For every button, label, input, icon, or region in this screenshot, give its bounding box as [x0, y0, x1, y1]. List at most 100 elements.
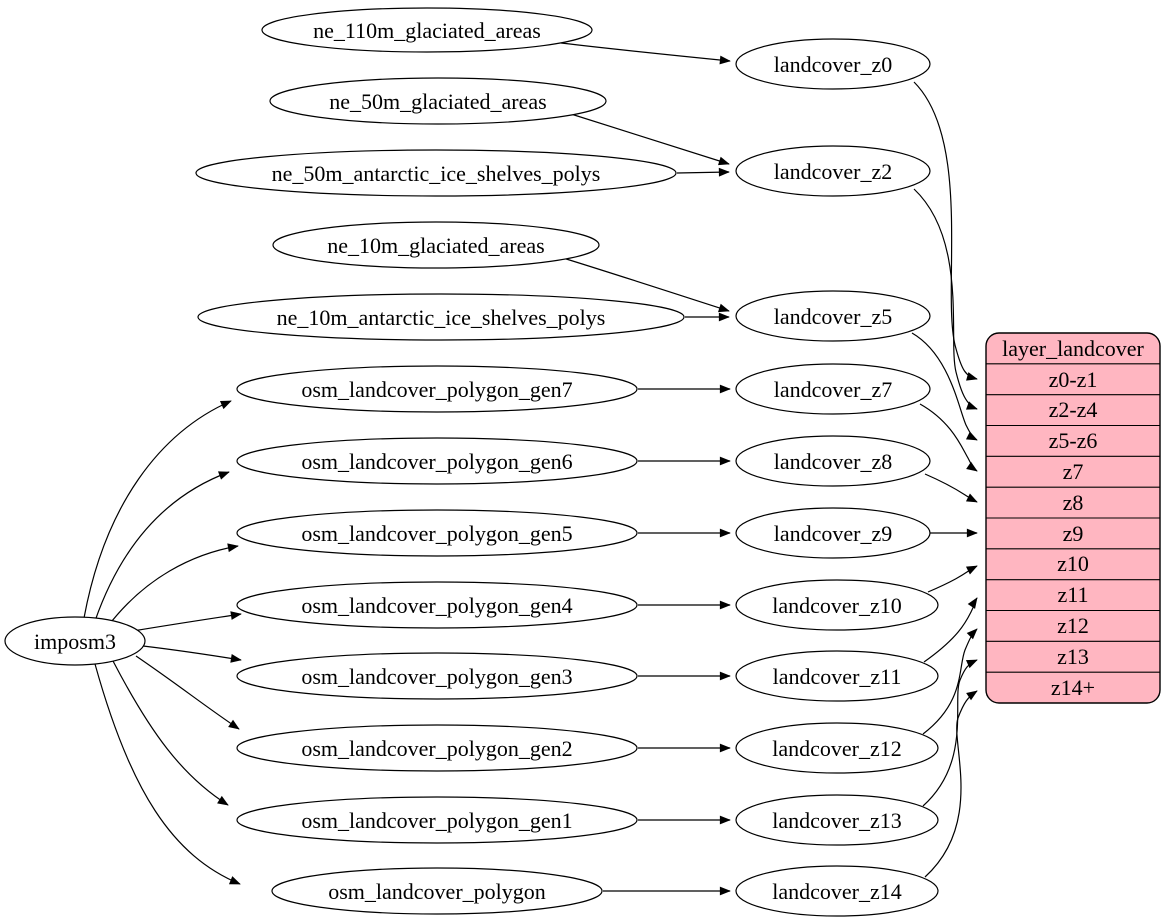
node-ellipse: [236, 509, 638, 557]
node-ellipse: [735, 363, 931, 415]
edge-imposm3-to-osm-landcover-polygon-gen6: [94, 471, 230, 622]
node-osm-landcover-polygon-gen2: osm_landcover_polygon_gen2: [236, 724, 638, 772]
edge-landcover-z13-to-row-z13: [922, 659, 978, 807]
node-ne-10m-antarctic-ice-shelves-polys: ne_10m_antarctic_ice_shelves_polys: [197, 293, 685, 341]
node-ellipse: [735, 507, 931, 559]
node-landcover-z10: landcover_z10: [735, 579, 939, 631]
node-label: landcover_z13: [772, 808, 902, 833]
node-landcover-z13: landcover_z13: [735, 794, 939, 846]
edge-imposm3-to-osm-landcover-polygon-gen2: [135, 655, 240, 730]
node-ellipse: [735, 38, 931, 90]
node-label: osm_landcover_polygon_gen5: [301, 521, 572, 546]
edge-ne-10m-glaciated-areas-to-landcover-z5: [562, 257, 730, 313]
node-ellipse: [735, 579, 939, 631]
table-row-z7: z7: [1063, 459, 1084, 484]
node-label: landcover_z7: [774, 377, 893, 402]
node-landcover-z14: landcover_z14: [735, 865, 939, 917]
table-row-z13: z13: [1057, 644, 1089, 669]
node-ellipse: [735, 290, 931, 342]
node-landcover-z9: landcover_z9: [735, 507, 931, 559]
edge-landcover-z0-to-row-z0-z1: [913, 81, 978, 381]
node-osm-landcover-polygon: osm_landcover_polygon: [271, 867, 603, 915]
node-ellipse: [236, 437, 638, 485]
node-ellipse: [735, 435, 931, 487]
node-landcover-z5: landcover_z5: [735, 290, 931, 342]
node-label: imposm3: [34, 629, 116, 654]
node-ne-110m-glaciated-areas: ne_110m_glaciated_areas: [261, 7, 593, 53]
node-landcover-z7: landcover_z7: [735, 363, 931, 415]
node-label: landcover_z5: [774, 304, 893, 329]
node-label: ne_50m_antarctic_ice_shelves_polys: [272, 161, 601, 186]
node-osm-landcover-polygon-gen7: osm_landcover_polygon_gen7: [236, 365, 638, 413]
table-row-z0-z1: z0-z1: [1049, 367, 1098, 392]
node-label: landcover_z14: [772, 879, 902, 904]
node-ellipse: [236, 581, 638, 629]
node-ellipse: [735, 650, 939, 702]
node-osm-landcover-polygon-gen5: osm_landcover_polygon_gen5: [236, 509, 638, 557]
node-ne-50m-glaciated-areas: ne_50m_glaciated_areas: [269, 77, 607, 125]
node-ellipse: [236, 724, 638, 772]
node-label: ne_10m_antarctic_ice_shelves_polys: [277, 305, 606, 330]
table-row-z14plus: z14+: [1051, 675, 1095, 700]
node-label: osm_landcover_polygon_gen7: [301, 377, 572, 402]
node-label: osm_landcover_polygon_gen4: [301, 593, 572, 618]
edge-layer: [83, 42, 978, 896]
node-label: landcover_z12: [772, 736, 902, 761]
edge-imposm3-to-osm-landcover-polygon-gen3: [142, 645, 242, 663]
node-ellipse: [735, 145, 931, 197]
node-label: osm_landcover_polygon_gen6: [301, 449, 572, 474]
node-ellipse: [735, 794, 939, 846]
edge-imposm3-to-osm-landcover-polygon-gen5: [107, 543, 239, 627]
node-label: landcover_z11: [773, 664, 902, 689]
node-landcover-z8: landcover_z8: [735, 435, 931, 487]
table-row-z12: z12: [1057, 613, 1089, 638]
node-label: osm_landcover_polygon_gen2: [301, 736, 572, 761]
node-ellipse: [195, 149, 677, 197]
node-ellipse: [735, 865, 939, 917]
edge-imposm3-to-osm-landcover-polygon-gen7: [83, 400, 232, 619]
node-label: landcover_z9: [774, 521, 893, 546]
node-landcover-z12: landcover_z12: [735, 722, 939, 774]
node-label: osm_landcover_polygon_gen3: [301, 664, 572, 689]
node-ellipse: [197, 293, 685, 341]
node-label: osm_landcover_polygon: [328, 879, 546, 904]
node-ne-50m-antarctic-ice-shelves-polys: ne_50m_antarctic_ice_shelves_polys: [195, 149, 677, 197]
table-row-z2-z4: z2-z4: [1049, 397, 1098, 422]
table-row-z11: z11: [1058, 582, 1089, 607]
edge-imposm3-to-osm-landcover-polygon-gen4: [132, 611, 242, 632]
edge-landcover-z14-to-row-z14plus: [924, 690, 978, 878]
edge-ne-50m-glaciated-areas-to-landcover-z2: [570, 113, 730, 166]
edge-landcover-z7-to-row-z7: [919, 403, 978, 472]
node-label: ne_10m_glaciated_areas: [327, 233, 544, 258]
edge-landcover-z11-to-row-z11: [923, 597, 978, 663]
node-ne-10m-glaciated-areas: ne_10m_glaciated_areas: [272, 221, 600, 269]
edge-landcover-z5-to-row-z5-z6: [911, 332, 978, 441]
node-label: landcover_z2: [774, 159, 893, 184]
node-ellipse: [272, 221, 600, 269]
node-ellipse: [236, 365, 638, 413]
node-label: landcover_z10: [772, 593, 902, 618]
table-layer-landcover: layer_landcover z0-z1 z2-z4 z5-z6 z7 z8 …: [985, 332, 1161, 704]
node-landcover-z2: landcover_z2: [735, 145, 931, 197]
node-landcover-z11: landcover_z11: [735, 650, 939, 702]
node-osm-landcover-polygon-gen1: osm_landcover_polygon_gen1: [236, 796, 638, 844]
node-osm-landcover-polygon-gen3: osm_landcover_polygon_gen3: [236, 652, 638, 700]
edge-landcover-z12-to-row-z12: [922, 628, 978, 735]
table-row-z5-z6: z5-z6: [1049, 428, 1098, 453]
node-ellipse: [4, 616, 146, 666]
table-title: layer_landcover: [1002, 336, 1144, 361]
node-label: osm_landcover_polygon_gen1: [301, 808, 572, 833]
node-ellipse: [269, 77, 607, 125]
node-ellipse: [236, 652, 638, 700]
node-label: ne_110m_glaciated_areas: [313, 18, 541, 43]
node-ellipse: [236, 796, 638, 844]
edge-imposm3-to-osm-landcover-polygon-gen1: [112, 660, 229, 806]
node-osm-landcover-polygon-gen6: osm_landcover_polygon_gen6: [236, 437, 638, 485]
node-osm-landcover-polygon-gen4: osm_landcover_polygon_gen4: [236, 581, 638, 629]
node-ellipse: [271, 867, 603, 915]
edge-landcover-z8-to-row-z8: [924, 473, 978, 503]
node-label: landcover_z8: [774, 449, 893, 474]
table-row-z10: z10: [1057, 551, 1089, 576]
